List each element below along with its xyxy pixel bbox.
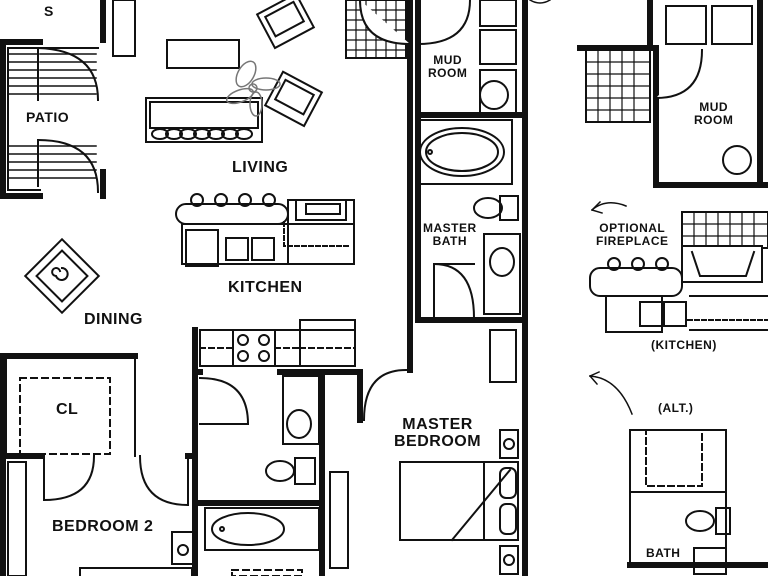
dining-table: [23, 237, 101, 315]
patio-stairs: [7, 46, 100, 194]
bedroom-2-fixtures: [5, 357, 195, 576]
master-bedroom-fixtures: [362, 329, 519, 575]
living-furniture: [145, 0, 324, 143]
kitchen-label: KITCHEN: [228, 279, 303, 296]
optional-fireplace-label: OPTIONAL FIREPLACE: [596, 221, 669, 248]
alt-label: (ALT.): [658, 401, 694, 415]
bedroom-2-label: BEDROOM 2: [52, 518, 154, 535]
master-bath-fixtures: [419, 119, 521, 321]
alt-bath: [588, 371, 731, 575]
alt-kitchen-label: (KITCHEN): [651, 338, 717, 352]
alt-kitchen: [589, 200, 768, 333]
mud-room-label: MUD ROOM: [428, 53, 468, 80]
master-bedroom-label: MASTER BEDROOM: [394, 416, 482, 450]
alt-bath-label: BATH: [646, 546, 681, 560]
kitchen-counters: [175, 193, 356, 367]
closet-label: CL: [56, 401, 79, 418]
living-label: LIVING: [232, 159, 289, 176]
dining-label: DINING: [84, 311, 143, 328]
master-bath-label: MASTER BATH: [423, 221, 477, 248]
patio-label: PATIO: [26, 109, 70, 125]
mud-room-fixtures: [345, 0, 517, 115]
alt-mud-room-label: MUD ROOM: [694, 100, 734, 127]
hall-bath-fixtures: [198, 375, 349, 576]
storage-closet: [112, 0, 136, 57]
alt-mud-room: [528, 0, 753, 175]
storage-label: S: [44, 3, 54, 19]
